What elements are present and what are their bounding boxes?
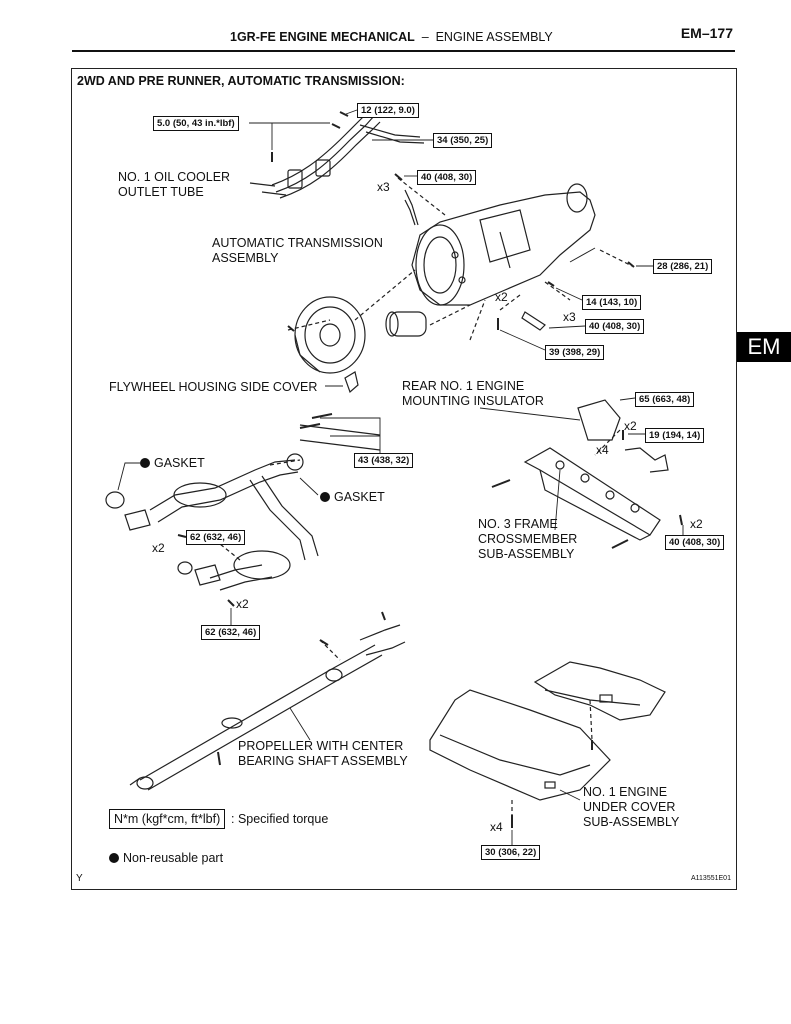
quantity-label: x2 bbox=[152, 541, 165, 555]
torque-box: 30 (306, 22) bbox=[481, 845, 541, 860]
torque-box: 62 (632, 46) bbox=[186, 530, 246, 545]
under-cover-drawing bbox=[429, 661, 666, 801]
flywheel-cover-drawing bbox=[344, 371, 359, 394]
quantity-label: x2 bbox=[495, 290, 508, 304]
figure-id: A113551E01 bbox=[691, 875, 731, 882]
quantity-label: x4 bbox=[490, 820, 503, 834]
torque-box: 43 (438, 32) bbox=[354, 453, 414, 468]
quantity-label: x3 bbox=[563, 310, 576, 324]
label-transmission: AUTOMATIC TRANSMISSION ASSEMBLY bbox=[212, 236, 383, 265]
non-reusable-dot bbox=[109, 853, 119, 863]
figure-corner-mark: Y bbox=[76, 873, 83, 884]
header-section: 1GR-FE ENGINE MECHANICAL bbox=[230, 30, 415, 44]
torque-box: 19 (194, 14) bbox=[645, 428, 705, 443]
label-rear-insulator: REAR NO. 1 ENGINE MOUNTING INSULATOR bbox=[402, 379, 544, 408]
legend-non-reusable: Non-reusable part bbox=[109, 851, 223, 865]
header-rule bbox=[72, 50, 735, 52]
non-reusable-dot bbox=[320, 492, 330, 502]
crossmember-drawing bbox=[523, 399, 669, 541]
quantity-label: x2 bbox=[690, 517, 703, 531]
torque-box: 34 (350, 25) bbox=[433, 133, 493, 148]
torque-box: 39 (398, 29) bbox=[545, 345, 605, 360]
bolt-drawings bbox=[177, 111, 683, 828]
torque-box: 12 (122, 9.0) bbox=[357, 103, 419, 118]
spring-drawing bbox=[569, 247, 596, 263]
torque-box: 14 (143, 10) bbox=[582, 295, 642, 310]
header-separator: – bbox=[421, 30, 429, 44]
label-flywheel-cover: FLYWHEEL HOUSING SIDE COVER bbox=[109, 380, 318, 394]
quantity-label: x2 bbox=[236, 597, 249, 611]
bracket-2-drawing bbox=[521, 311, 546, 331]
page-number: EM–177 bbox=[680, 25, 733, 41]
transmission-drawing bbox=[404, 183, 596, 306]
starter-drawing bbox=[385, 311, 427, 337]
legend-torque-desc: : Specified torque bbox=[231, 812, 329, 826]
torque-box: 40 (408, 30) bbox=[665, 535, 725, 550]
label-gasket-1: GASKET bbox=[140, 456, 205, 471]
label-gasket-2: GASKET bbox=[320, 490, 385, 505]
quantity-label: x3 bbox=[377, 180, 390, 194]
non-reusable-dot bbox=[140, 458, 150, 468]
torque-box: 62 (632, 46) bbox=[201, 625, 261, 640]
label-crossmember: NO. 3 FRAME CROSSMEMBER SUB-ASSEMBLY bbox=[478, 517, 578, 561]
quantity-label: x4 bbox=[596, 443, 609, 457]
torque-box: 40 (408, 30) bbox=[585, 319, 645, 334]
label-oil-cooler-tube: NO. 1 OIL COOLER OUTLET TUBE bbox=[118, 170, 231, 199]
label-under-cover: NO. 1 ENGINE UNDER COVER SUB-ASSEMBLY bbox=[583, 785, 680, 829]
torque-box: 40 (408, 30) bbox=[417, 170, 477, 185]
torque-box: 5.0 (50, 43 in.*lbf) bbox=[153, 116, 239, 131]
figure-title: 2WD AND PRE RUNNER, AUTOMATIC TRANSMISSI… bbox=[77, 74, 405, 88]
torque-box: 28 (286, 21) bbox=[653, 259, 713, 274]
exhaust-pipe-drawing bbox=[105, 424, 381, 591]
header-subsection: ENGINE ASSEMBLY bbox=[435, 30, 553, 44]
leader-lines-dashed bbox=[214, 177, 633, 820]
leader-lines bbox=[117, 109, 684, 845]
legend-torque-unit: N*m (kgf*cm, ft*lbf) bbox=[109, 809, 226, 829]
figure-frame bbox=[71, 68, 737, 890]
bracket-drawing bbox=[404, 189, 419, 226]
torque-converter-drawing bbox=[294, 296, 366, 374]
section-tab: EM bbox=[737, 332, 791, 362]
page-header: 1GR-FE ENGINE MECHANICAL – ENGINE ASSEMB… bbox=[230, 30, 553, 44]
oil-cooler-tube-drawing bbox=[249, 111, 425, 199]
torque-box: 65 (663, 48) bbox=[635, 392, 695, 407]
propeller-shaft-drawing bbox=[129, 624, 406, 791]
quantity-label: x2 bbox=[624, 419, 637, 433]
label-propeller: PROPELLER WITH CENTER BEARING SHAFT ASSE… bbox=[238, 739, 408, 768]
